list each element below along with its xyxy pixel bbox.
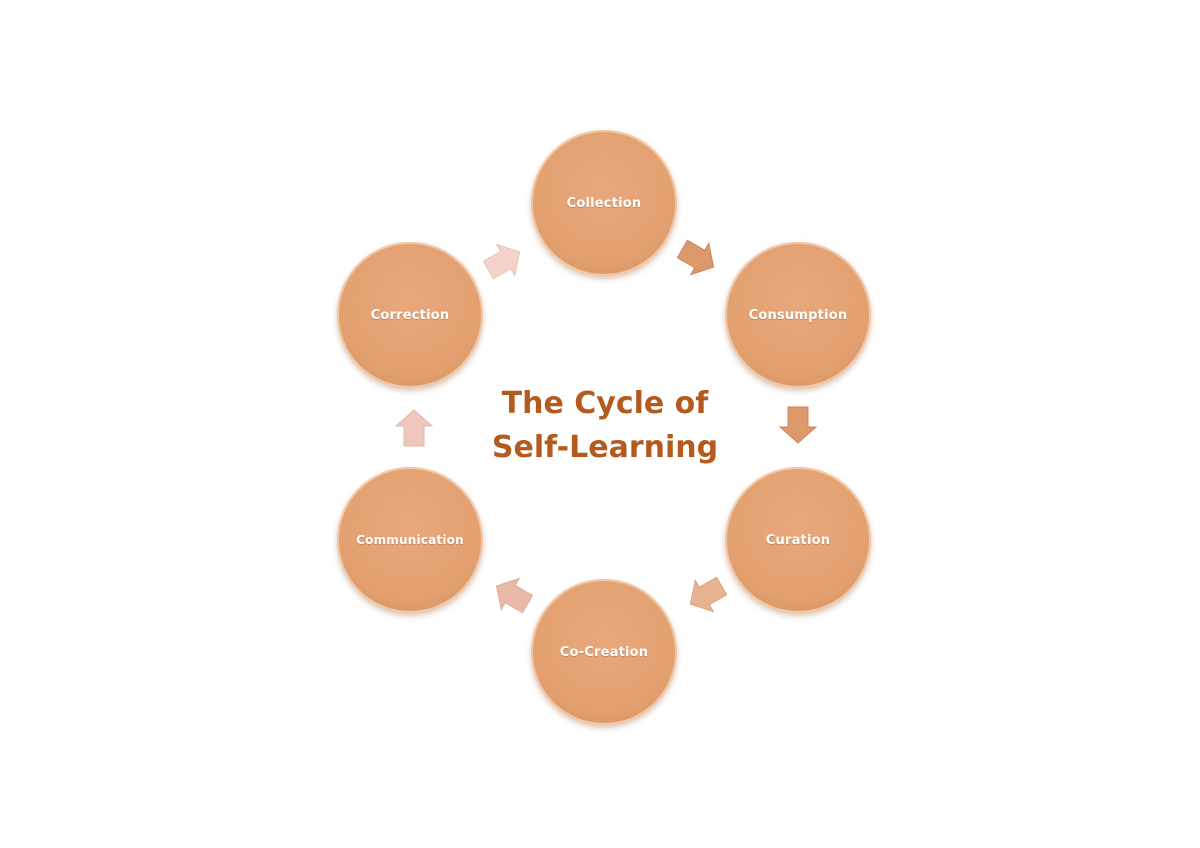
node-co-creation: Co-Creation xyxy=(531,579,677,725)
node-label-communication: Communication xyxy=(356,533,464,547)
arrow-curation-to-co-creation-icon xyxy=(679,568,734,623)
arrow-communication-to-correction-icon xyxy=(394,408,434,448)
arrow-correction-to-collection-icon xyxy=(477,234,532,289)
node-label-curation: Curation xyxy=(765,532,831,548)
node-label-collection: Collection xyxy=(566,195,642,211)
node-label-co-creation: Co-Creation xyxy=(559,644,649,660)
diagram-title-line-1: The Cycle of xyxy=(501,386,709,421)
diagram-title-line-2: Self-Learning xyxy=(491,430,719,465)
node-collection: Collection xyxy=(531,130,677,276)
arrow-co-creation-to-communication-icon xyxy=(485,568,540,623)
node-communication: Communication xyxy=(337,467,483,613)
node-correction: Correction xyxy=(337,242,483,388)
node-curation: Curation xyxy=(725,467,871,613)
arrow-collection-to-consumption-icon xyxy=(671,231,726,286)
arrow-consumption-to-curation-icon xyxy=(778,405,818,445)
diagram-title: The Cycle of Self-Learning xyxy=(470,382,740,470)
node-label-consumption: Consumption xyxy=(748,307,848,323)
node-consumption: Consumption xyxy=(725,242,871,388)
node-label-correction: Correction xyxy=(370,307,450,323)
